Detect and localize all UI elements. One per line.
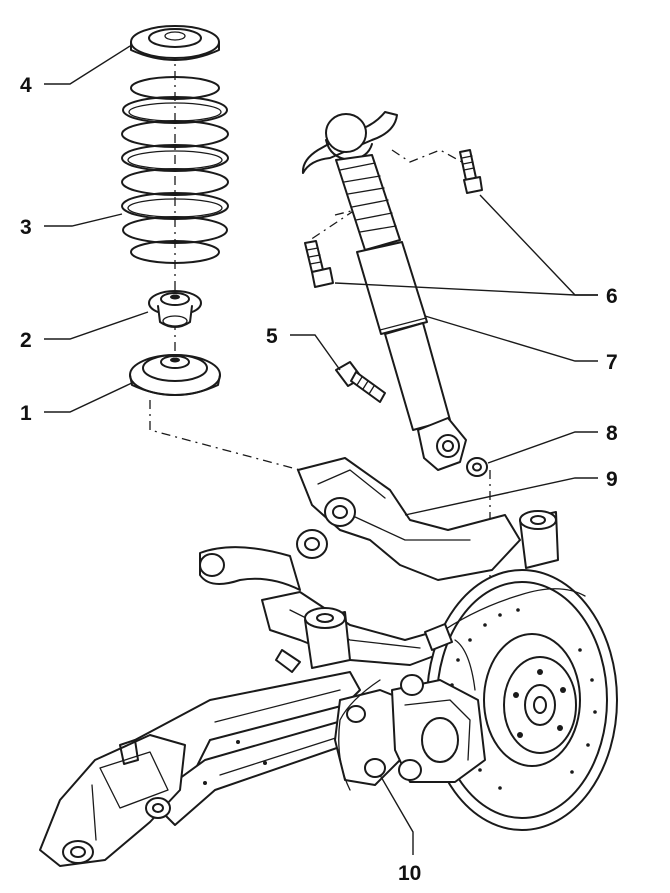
leader-lines [44,45,598,855]
brake-lines [338,588,586,791]
callout-9: 9 [606,468,618,491]
spring-pad [148,290,202,328]
callout-6: 6 [606,285,618,308]
coil-spring [121,76,229,264]
callout-labels: 4 3 2 1 5 6 7 8 9 10 [20,74,618,885]
front-mount-bracket [39,734,186,867]
washer [466,457,488,477]
trailing-arm-bracket [296,457,559,581]
upper-spring-seat [130,25,220,61]
wheel-carrier [334,689,406,786]
axle-arm [199,546,451,673]
callout-4: 4 [20,74,32,97]
shock-absorber [301,111,467,471]
lower-spring-seat [129,354,221,396]
mount-bolt-right [459,149,483,194]
callout-8: 8 [606,422,618,445]
mount-bolt-left [304,240,334,288]
lower-shock-bolt [335,361,386,403]
callout-3: 3 [20,216,32,239]
callout-7: 7 [606,351,618,374]
callout-1: 1 [20,402,32,425]
callout-5: 5 [266,325,278,348]
brake-caliper [391,674,486,783]
callout-2: 2 [20,329,32,352]
callout-10: 10 [398,862,421,885]
